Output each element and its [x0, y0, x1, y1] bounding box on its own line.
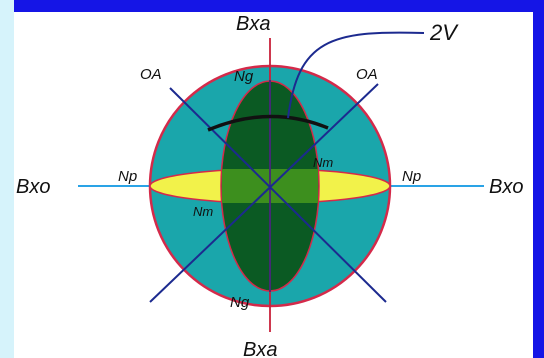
label-nm-right: Nm — [313, 155, 333, 170]
label-oa-right: OA — [356, 66, 378, 83]
label-bxa-bottom: Bxa — [243, 339, 277, 358]
label-np-left: Np — [118, 168, 137, 185]
label-bxa-top: Bxa — [236, 13, 270, 35]
label-np-right: Np — [402, 168, 421, 185]
label-two-v: 2V — [429, 20, 459, 45]
label-ng-bottom: Ng — [230, 294, 250, 311]
label-oa-left: OA — [140, 66, 162, 83]
label-bxo-left: Bxo — [16, 176, 50, 198]
label-bxo-right: Bxo — [489, 176, 523, 198]
top-border-bar — [14, 0, 544, 12]
label-nm-left: Nm — [193, 204, 213, 219]
label-ng-top: Ng — [234, 68, 254, 85]
right-border-bar — [533, 0, 544, 358]
